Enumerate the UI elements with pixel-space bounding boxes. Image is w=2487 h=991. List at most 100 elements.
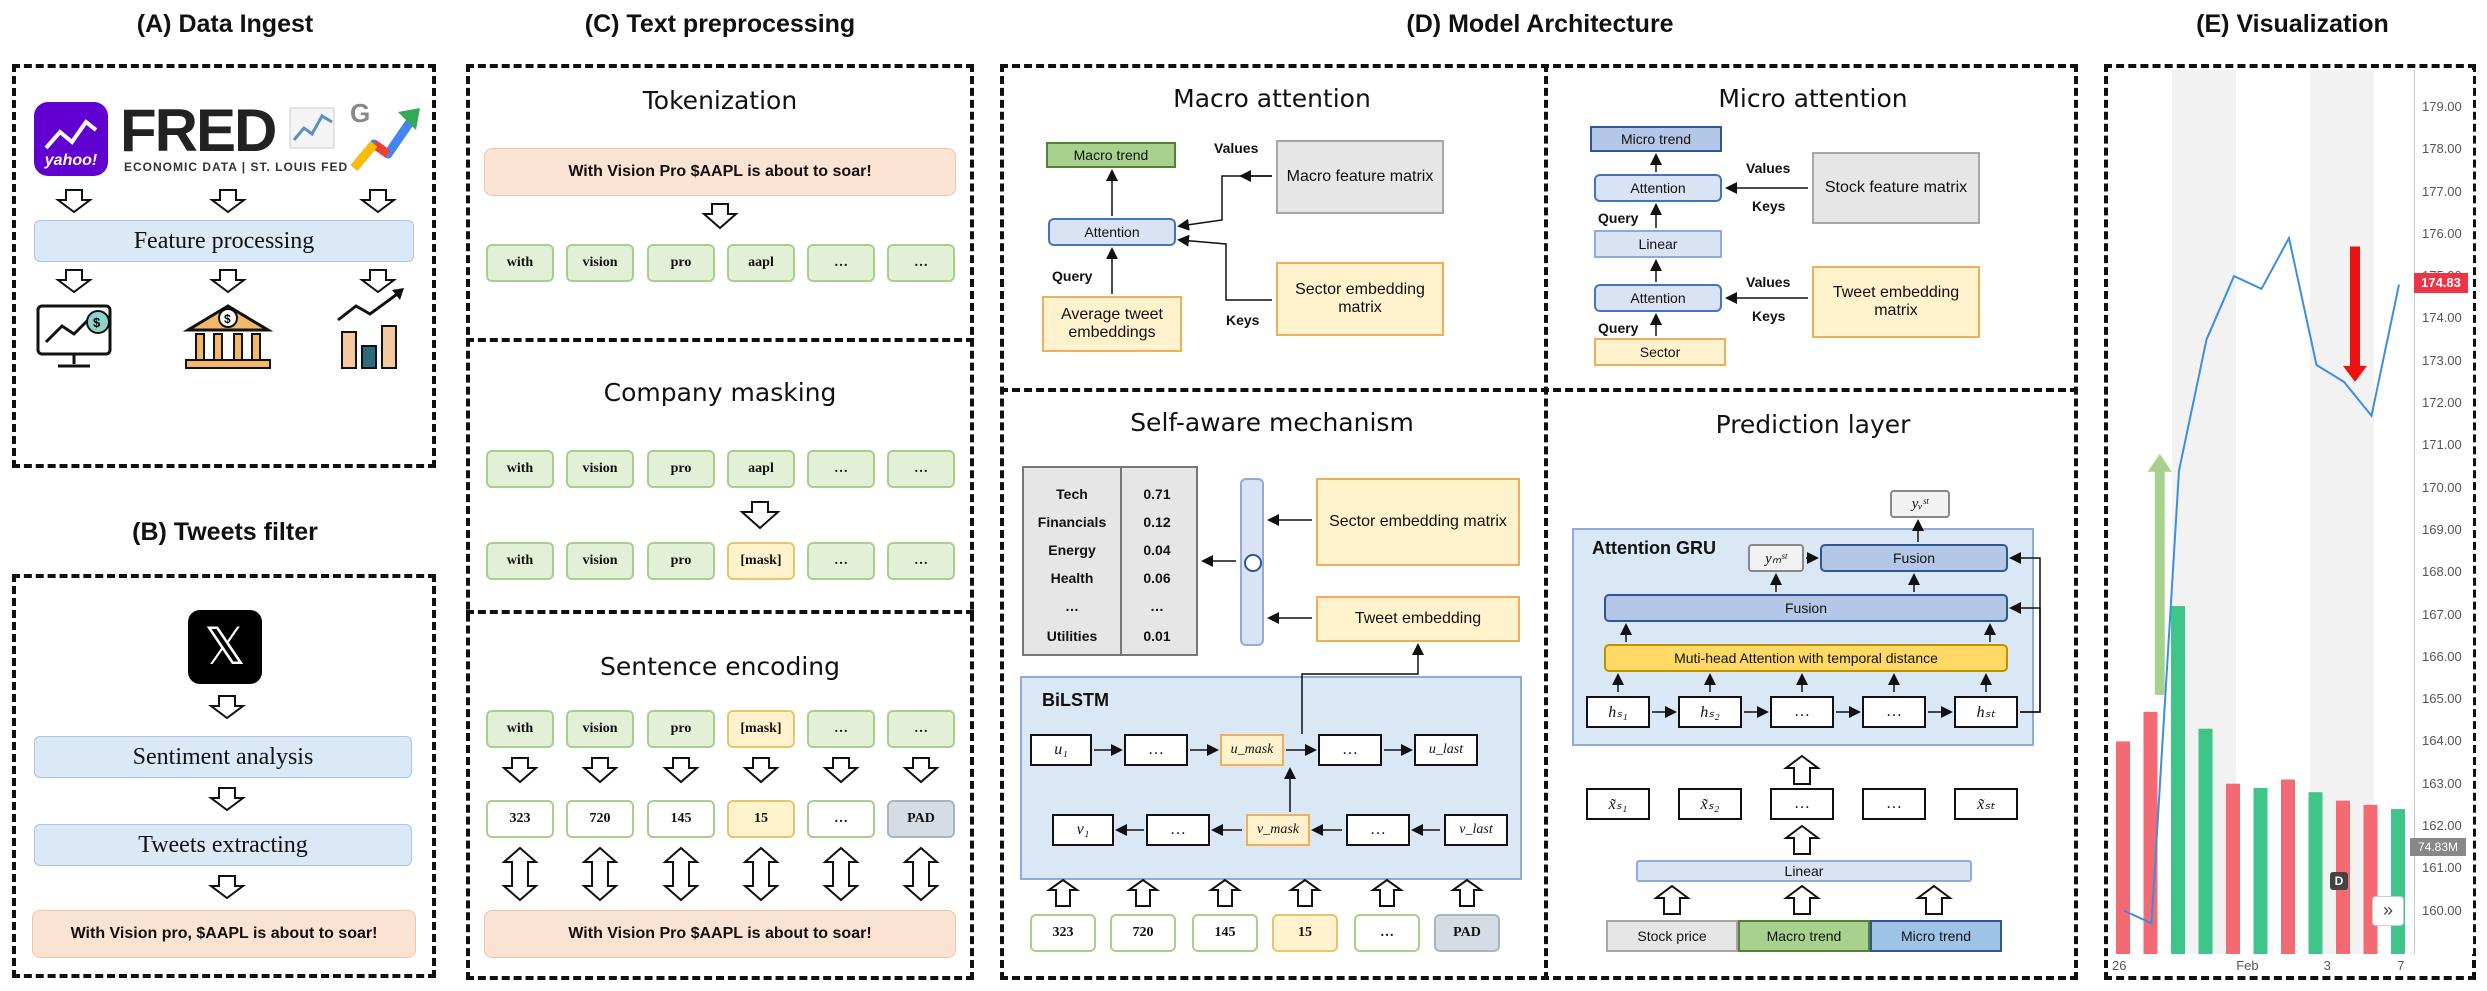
d-badge: D	[2330, 872, 2348, 890]
token-id: 720	[1110, 914, 1176, 952]
volume-bar	[2391, 809, 2405, 954]
bar-growth-icon	[337, 288, 404, 369]
token-id: 323	[1030, 914, 1096, 952]
macro-sector-matrix: Sector embedding matrix	[1276, 262, 1444, 336]
pad-token: PAD	[887, 800, 955, 838]
x-tick-label: Feb	[2236, 958, 2259, 973]
macro-keys-label: Keys	[1226, 312, 1260, 328]
token: pro	[647, 244, 715, 282]
y-tick-label: 170.00	[2422, 479, 2462, 495]
token-id: 323	[486, 800, 554, 838]
token: …	[807, 542, 875, 580]
v-cell: v₁	[1052, 814, 1114, 846]
micro-sector-box: Sector	[1594, 338, 1726, 366]
hidden-state: hₛ₂	[1678, 696, 1742, 728]
y-m-output: yₘˢᵗ	[1748, 544, 1804, 572]
x-tick-label: 3	[2323, 958, 2331, 973]
sentence-encoding-title: Sentence encoding	[600, 652, 840, 681]
y-tick-label: 166.00	[2422, 648, 2462, 664]
x-tick-label: 26	[2112, 958, 2127, 973]
token-id: 145	[647, 800, 715, 838]
token: vision	[566, 710, 634, 748]
micro-query-label-1: Query	[1598, 210, 1639, 226]
y-tick-label: 171.00	[2422, 437, 2462, 453]
token: aapl	[727, 450, 795, 488]
table-divider	[1120, 468, 1122, 654]
token: …	[887, 450, 955, 488]
sector-weight-table	[1022, 466, 1198, 656]
panel-title-text-preprocessing: (C) Text preprocessing	[584, 10, 856, 38]
x-tick-label: 7	[2397, 958, 2405, 973]
v-last-cell: v_last	[1444, 814, 1508, 846]
sector-name: Energy	[1048, 542, 1096, 558]
volume-bar	[2143, 711, 2158, 954]
bilstm-block	[1020, 676, 1522, 880]
stock-feature-matrix: Stock feature matrix	[1812, 152, 1980, 224]
hidden-state: hₛ₁	[1586, 696, 1650, 728]
hidden-state: …	[1770, 696, 1834, 728]
fred-subtitle: ECONOMIC DATA | ST. LOUIS FED	[124, 160, 349, 174]
volume-bar	[2253, 787, 2268, 954]
micro-trend-input: Micro trend	[1870, 920, 2002, 952]
up-trend-arrow	[2147, 453, 2172, 695]
sector-name: …	[1065, 598, 1079, 614]
token: …	[887, 710, 955, 748]
d-horizontal-divider	[1000, 388, 2078, 392]
c-divider-2	[466, 610, 974, 614]
y-tick-label: 177.00	[2422, 183, 2462, 199]
y-tick-label: 164.00	[2422, 733, 2462, 749]
combine-node	[1244, 554, 1262, 572]
yahoo-wordmark: yahoo!	[44, 152, 98, 169]
token-id: 15	[1272, 914, 1338, 952]
micro-linear-box: Linear	[1594, 230, 1722, 258]
token: vision	[566, 450, 634, 488]
panel-title-visualization: (E) Visualization	[2196, 10, 2389, 38]
y-tick-label: 169.00	[2422, 521, 2462, 537]
y-tick-label: 160.00	[2422, 902, 2462, 918]
google-trend-icon	[350, 108, 420, 171]
token: vision	[566, 244, 634, 282]
token-id: 720	[566, 800, 634, 838]
google-finance-logo: G	[348, 98, 422, 176]
bilstm-label: BiLSTM	[1042, 690, 1109, 710]
data-ingest-panel	[12, 64, 436, 468]
macro-trend-input: Macro trend	[1738, 920, 1870, 952]
token: …	[887, 542, 955, 580]
token: with	[486, 244, 554, 282]
svg-text:$: $	[224, 312, 231, 326]
input-state: …	[1770, 788, 1834, 820]
scroll-right-button[interactable]: »	[2372, 896, 2404, 926]
token: …	[807, 450, 875, 488]
panel-title-tweets-filter: (B) Tweets filter	[132, 518, 318, 546]
hidden-state: hₛₜ	[1954, 696, 2018, 728]
token-id: 145	[1192, 914, 1258, 952]
self-aware-sector-matrix: Sector embedding matrix	[1316, 478, 1520, 566]
y-tick-label: 179.00	[2422, 98, 2462, 114]
tweets-extracting-box: Tweets extracting	[34, 824, 412, 866]
v-cell: …	[1346, 814, 1410, 846]
fusion-box-top: Fusion	[1820, 544, 2008, 572]
mask-token: [mask]	[727, 542, 795, 580]
u-cell: …	[1318, 734, 1382, 766]
micro-attention-box-1: Attention	[1594, 174, 1722, 202]
volume-bar	[2363, 804, 2378, 954]
fred-chart-icon	[289, 107, 335, 149]
prediction-linear-box: Linear	[1636, 860, 1972, 882]
token: pro	[647, 450, 715, 488]
token: …	[887, 244, 955, 282]
input-state: …	[1862, 788, 1926, 820]
tokenization-sentence: With Vision Pro $AAPL is about to soar!	[484, 148, 956, 196]
tweets-filter-panel	[12, 574, 436, 978]
price-axis	[2414, 70, 2473, 954]
sentiment-analysis-box: Sentiment analysis	[34, 736, 412, 778]
y-tick-label: 167.00	[2422, 606, 2462, 622]
sector-value: 0.04	[1143, 542, 1171, 558]
panel-title-model-architecture: (D) Model Architecture	[1406, 10, 1674, 38]
sector-value: 0.06	[1143, 570, 1171, 586]
y-tick-label: 161.00	[2422, 860, 2462, 876]
y-tick-label: 178.00	[2422, 141, 2462, 157]
